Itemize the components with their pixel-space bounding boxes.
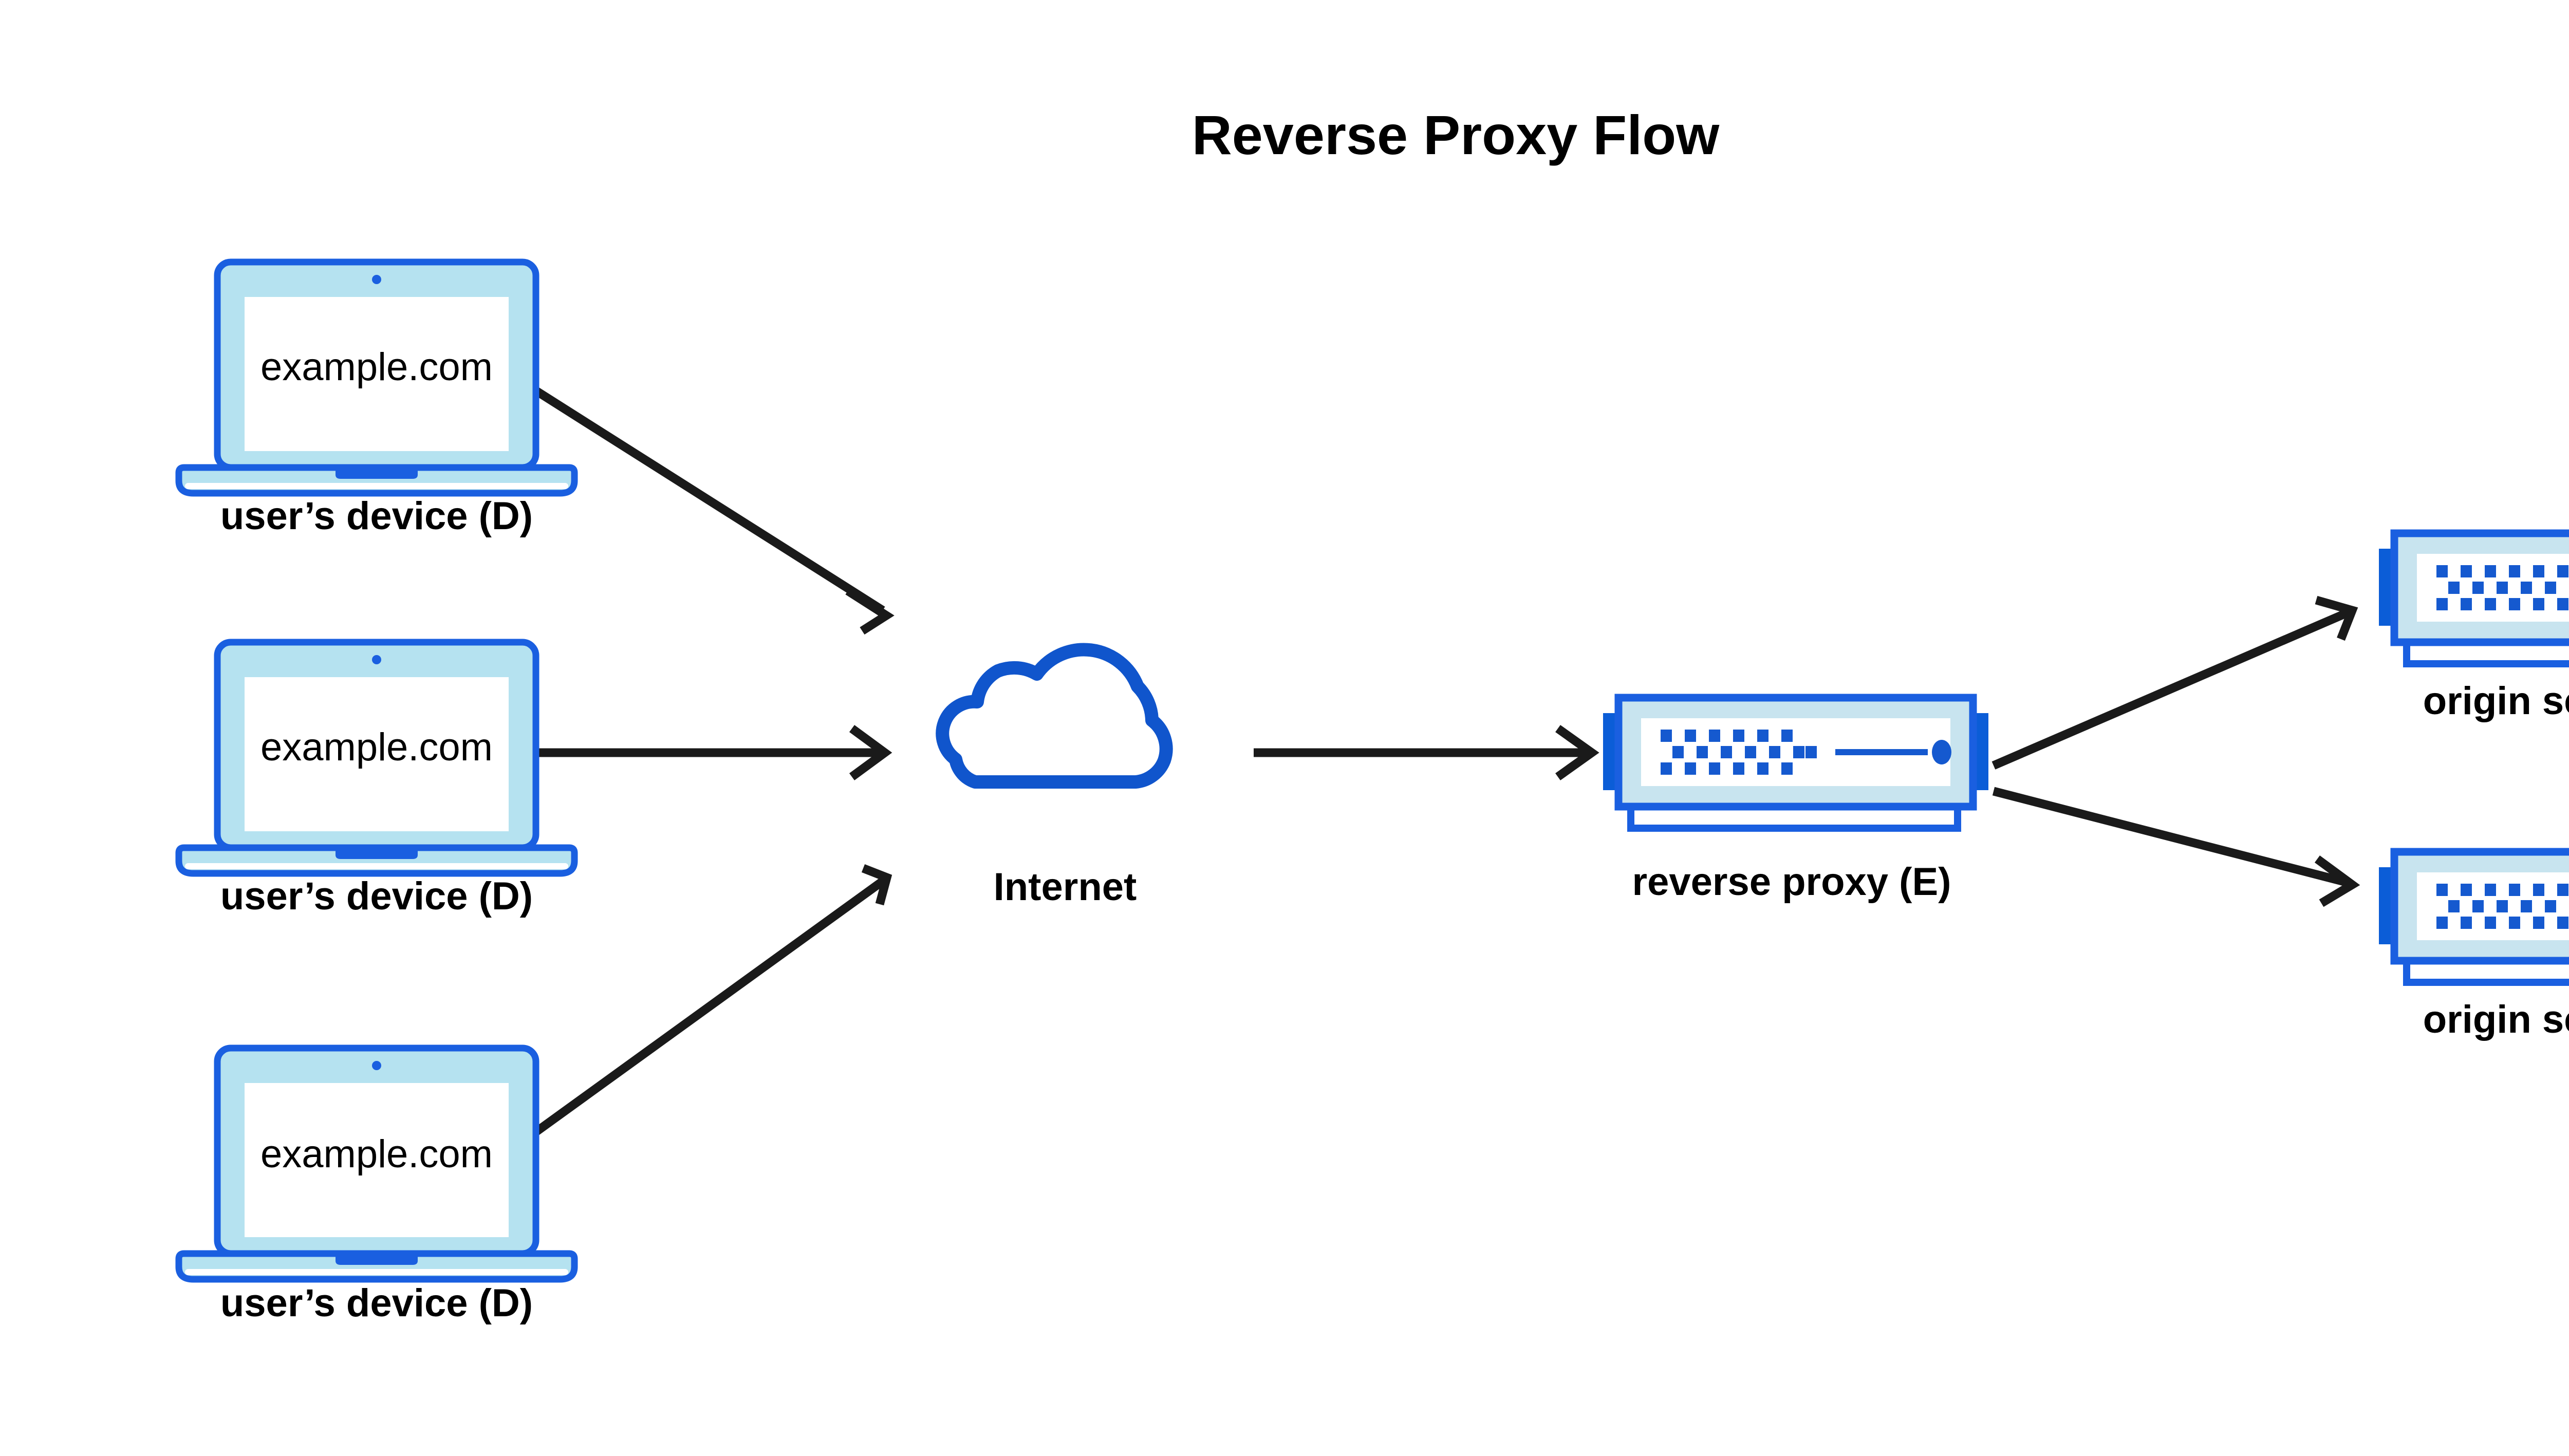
node-user-device-1[interactable]: example.com user’s device (D) [179, 262, 574, 538]
node-origin-server-1[interactable]: origin server (F) [2379, 533, 2569, 723]
edge-proxy-origin1 [1991, 595, 2358, 770]
node-label-user-device: user’s device (D) [220, 1281, 533, 1325]
edge-proxy-origin2 [1992, 787, 2360, 907]
cloud-icon [942, 649, 1166, 782]
page-title: Reverse Proxy Flow [1192, 104, 1720, 166]
edge-device2-internet [506, 725, 892, 780]
server-icon [2379, 533, 2569, 664]
edge-internet-proxy [1254, 725, 1599, 780]
device-screen-text: example.com [260, 1132, 493, 1176]
node-label-user-device: user’s device (D) [220, 874, 533, 918]
node-label-reverse-proxy: reverse proxy (E) [1632, 860, 1951, 904]
node-user-device-3[interactable]: example.com user’s device (D) [179, 1048, 574, 1325]
edges-layer [506, 371, 2360, 1153]
node-label-origin-server: origin server (F) [2423, 998, 2569, 1041]
node-user-device-2[interactable]: example.com user’s device (D) [179, 642, 574, 918]
edge-device1-internet [509, 371, 895, 635]
node-origin-server-2[interactable]: origin server (F) [2379, 852, 2569, 1041]
node-label-user-device: user’s device (D) [220, 494, 533, 538]
node-internet[interactable]: Internet [942, 649, 1166, 909]
node-label-internet: Internet [994, 865, 1137, 909]
server-icon [2379, 852, 2569, 982]
server-icon [1603, 698, 1988, 828]
device-screen-text: example.com [260, 345, 493, 389]
device-screen-text: example.com [260, 725, 493, 769]
node-label-origin-server: origin server (F) [2423, 679, 2569, 723]
node-reverse-proxy[interactable]: reverse proxy (E) [1603, 698, 1988, 904]
edge-device3-internet [509, 864, 892, 1153]
